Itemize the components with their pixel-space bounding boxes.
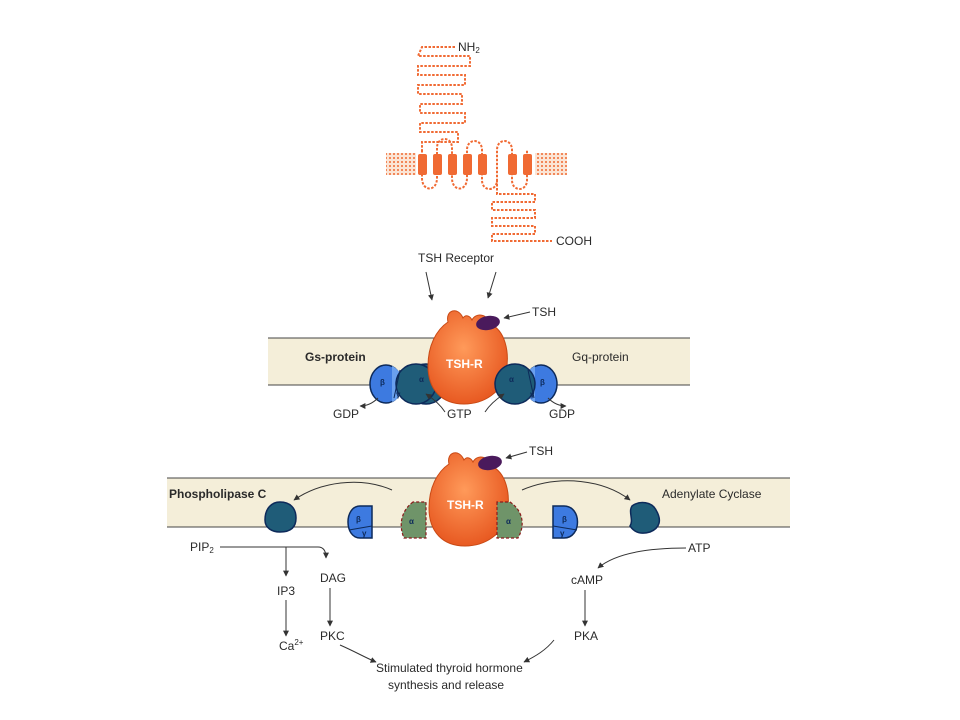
arrow-tsh-panel-2 [505, 451, 528, 460]
tsh-label-panel-1: TSH [532, 305, 556, 319]
camp-label: cAMP [571, 573, 603, 587]
pkc-label: PKC [320, 629, 345, 643]
ip3-label: IP3 [277, 584, 295, 598]
receptor-structure: NH2 COOH TSH Receptor [386, 40, 592, 301]
tsh-label-panel-2: TSH [529, 444, 553, 458]
arrow-receptor-right [486, 271, 497, 299]
arrow-pkc-result [339, 644, 377, 663]
phospholipase-c-label: Phospholipase C [169, 487, 267, 501]
pip2-label: PIP2 [190, 540, 214, 555]
arrow-gdp-right [547, 397, 567, 409]
arrow-gtp-left [425, 393, 446, 413]
pka-label: PKA [574, 629, 598, 643]
gq-beta-label: β [540, 378, 545, 387]
arrow-to-phospholipase-c [293, 481, 393, 501]
gdp-right-label: GDP [549, 407, 575, 421]
tshr-body-panel-1 [427, 310, 508, 405]
transmembrane-helices [418, 154, 532, 175]
gs-alpha-label: α [419, 375, 424, 384]
receptor-cytoplasmic-tail [491, 180, 552, 242]
alpha-right-label: α [506, 517, 511, 526]
tsh-molecule-panel-2 [478, 455, 502, 471]
gs-protein-label: Gs-protein [305, 350, 366, 364]
beta-gamma-right: β γ [552, 505, 579, 539]
alpha-subunit-left [400, 501, 427, 539]
arrow-gdp-left [359, 397, 379, 409]
gq-protein-complex: α β γ [494, 363, 558, 405]
arrow-tsh-panel-1 [503, 311, 531, 320]
receptor-transmembrane-chain [421, 138, 528, 190]
gq-gamma-label: γ [530, 390, 535, 399]
adenylate-cyclase-enzyme [629, 501, 661, 534]
receptor-extracellular-chain [416, 46, 471, 150]
phospholipase-c-enzyme [264, 501, 297, 533]
arrow-gtp-right [484, 393, 505, 413]
arrow-atp-camp [597, 547, 687, 569]
gq-protein-label: Gq-protein [572, 350, 629, 364]
nh2-label: NH2 [458, 40, 480, 55]
result-line-1: Stimulated thyroid hormone [376, 661, 523, 675]
gtp-label: GTP [447, 407, 472, 421]
tshr-label-panel-1: TSH-R [446, 357, 483, 371]
arrow-to-adenylate-cyclase [521, 480, 631, 501]
cooh-label: COOH [556, 234, 592, 248]
gs-beta-label: β [380, 378, 385, 387]
effector-panel: Phospholipase C Adenylate Cyclase β γ α … [167, 444, 790, 547]
dag-label: DAG [320, 571, 346, 585]
adenylate-cyclase-label: Adenylate Cyclase [662, 487, 762, 501]
signaling-pathway: PIP2 DAG IP3 Ca2+ PKC ATP cAMP PKA Stimu… [190, 540, 710, 692]
gamma-right-label: γ [560, 529, 565, 538]
tsh-receptor-label: TSH Receptor [418, 251, 494, 265]
arrow-pka-result [523, 639, 555, 663]
membrane-segment-right [535, 153, 567, 175]
gq-alpha-label: α [509, 375, 514, 384]
tshr-label-panel-2: TSH-R [447, 498, 484, 512]
beta-right-label: β [562, 515, 567, 524]
membrane-segment-left [386, 153, 416, 175]
g-protein-panel: β α γ TSH-R TSH α β γ Gs-protein Gq-prot… [268, 305, 690, 421]
beta-gamma-left: β γ [347, 505, 373, 539]
gs-gamma-label: γ [396, 390, 401, 399]
gamma-left-label: γ [362, 529, 367, 538]
arrow-pip2-dag [220, 546, 329, 559]
result-line-2: synthesis and release [388, 678, 504, 692]
tsh-molecule-panel-1 [476, 315, 500, 331]
atp-label: ATP [688, 541, 710, 555]
beta-left-label: β [356, 515, 361, 524]
alpha-subunit-right [496, 501, 523, 539]
alpha-left-label: α [409, 517, 414, 526]
arrow-receptor-left [425, 271, 434, 301]
calcium-label: Ca2+ [279, 638, 304, 653]
gdp-left-label: GDP [333, 407, 359, 421]
tshr-body-panel-2 [428, 452, 509, 547]
